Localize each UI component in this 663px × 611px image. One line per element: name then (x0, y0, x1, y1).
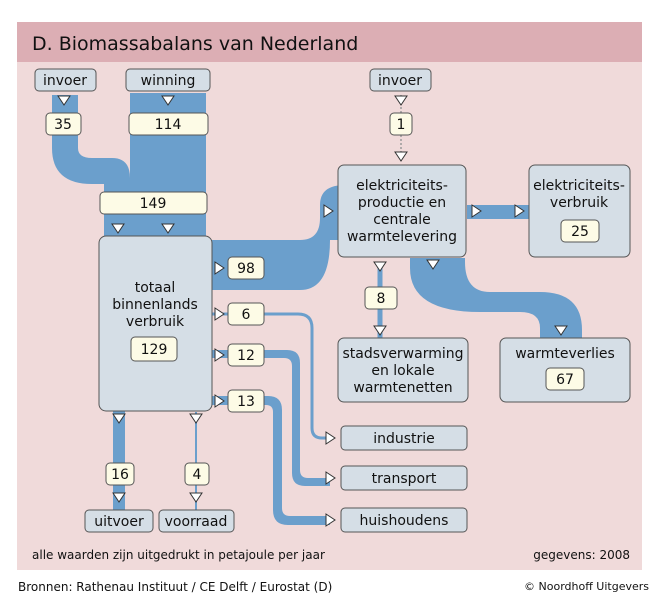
value-stads: 8 (377, 291, 386, 307)
tag-industrie (227, 302, 265, 326)
title-band (17, 22, 642, 62)
tag-uitvoer (105, 462, 135, 486)
box-invoer-left (34, 68, 97, 92)
arrow-right-icon (325, 431, 336, 445)
box-industrie (340, 425, 468, 451)
elec-line1: elektriciteits- (356, 178, 448, 194)
box-invoer-right (369, 68, 432, 92)
totaal-value: 129 (141, 342, 168, 358)
totaal-line1: totaal (135, 280, 176, 296)
box-stads (337, 337, 469, 403)
elec-line4: warmtelevering (347, 229, 457, 245)
tag-invoer-left (45, 112, 82, 136)
totaal-line3: verbruik (126, 314, 185, 330)
value-invoer-right: 1 (397, 117, 406, 133)
huishoudens-label: huishoudens (360, 513, 449, 529)
arrow-right-icon (214, 394, 225, 408)
arrow-right-icon (471, 204, 482, 218)
arrow-down-icon (189, 413, 203, 424)
tag-invoer-right (389, 112, 413, 136)
elec-line2: productie en (358, 195, 446, 211)
warmteverlies-value: 67 (556, 372, 574, 388)
box-totaal (98, 235, 213, 412)
stads-line1: stadsverwarming (342, 346, 463, 362)
arrow-right-icon (325, 513, 336, 527)
arrow-down-icon (57, 95, 71, 106)
arrow-down-icon (426, 259, 440, 270)
value-voorraad: 4 (193, 467, 202, 483)
box-elecverbruik (528, 164, 631, 258)
arrow-down-icon (161, 223, 175, 234)
tag-transport (227, 343, 265, 367)
value-industrie: 6 (242, 307, 251, 323)
elecverbruik-line1: elektriciteits- (533, 178, 625, 194)
box-winning (125, 68, 211, 92)
arrow-down-icon (112, 413, 126, 424)
tag-winning (128, 112, 209, 136)
arrow-right-icon (323, 204, 334, 218)
elec-line3: centrale (373, 212, 431, 228)
arrow-down-icon (189, 492, 203, 503)
transport-label: transport (372, 471, 437, 487)
copyright-footer: © Noordhoff Uitgevers (524, 580, 649, 593)
arrow-right-icon (325, 471, 336, 485)
flow-industrie-6 (212, 312, 332, 440)
arrow-down-icon (373, 325, 387, 336)
tag-warmteverlies (545, 367, 585, 391)
elecverbruik-value: 25 (571, 224, 589, 240)
value-uitvoer: 16 (111, 467, 129, 483)
sources-footer: Bronnen: Rathenau Instituut / CE Delft /… (18, 580, 333, 594)
value-huishoudens: 13 (237, 394, 255, 410)
flow-warmteverlies-67 (410, 258, 582, 342)
box-uitvoer (84, 509, 154, 533)
tag-voorraad (184, 462, 210, 486)
box-voorraad (158, 509, 235, 533)
box-huishoudens (340, 507, 468, 533)
arrow-down-icon (394, 95, 408, 106)
source-invoer-left: invoer (43, 73, 87, 89)
stads-line2: en lokale (371, 363, 434, 379)
totaal-line2: binnenlands (112, 297, 198, 313)
tag-huishoudens (227, 389, 265, 413)
arrow-down-icon (112, 492, 126, 503)
tag-combined (99, 191, 208, 215)
arrow-right-icon (214, 348, 225, 362)
elecverbruik-line2: verbruik (550, 195, 609, 211)
warmteverlies-label: warmteverlies (515, 346, 615, 362)
source-invoer-right: invoer (378, 73, 422, 89)
arrow-right-icon (514, 204, 525, 218)
value-combined: 149 (140, 196, 167, 212)
arrow-right-icon (214, 307, 225, 321)
uitvoer-label: uitvoer (94, 514, 144, 530)
arrow-down-icon (111, 223, 125, 234)
tag-to-elec (227, 256, 265, 280)
tag-elecverbruik (560, 219, 600, 243)
value-transport: 12 (237, 348, 255, 364)
box-transport (340, 465, 468, 491)
arrow-down-icon (394, 151, 408, 162)
value-invoer-left: 35 (54, 117, 72, 133)
flow-elecverbruik-25 (467, 205, 529, 219)
arrow-down-icon (373, 261, 387, 272)
tag-stads (364, 286, 398, 310)
arrow-right-icon (214, 261, 225, 275)
value-to-elec: 98 (237, 261, 255, 277)
year-note: gegevens: 2008 (533, 548, 630, 562)
units-note: alle waarden zijn uitgedrukt in petajoul… (32, 548, 325, 562)
arrow-down-icon (554, 325, 568, 336)
box-elec (337, 164, 467, 258)
arrows (57, 95, 568, 527)
tag-totaal (130, 336, 178, 362)
stads-line3: warmtenetten (353, 380, 452, 396)
industrie-label: industrie (373, 431, 435, 447)
arrow-down-icon (161, 95, 175, 106)
diagram-title: D. Biomassabalans van Nederland (32, 33, 358, 55)
source-winning: winning (141, 73, 196, 89)
value-winning: 114 (155, 117, 182, 133)
voorraad-label: voorraad (165, 514, 228, 530)
